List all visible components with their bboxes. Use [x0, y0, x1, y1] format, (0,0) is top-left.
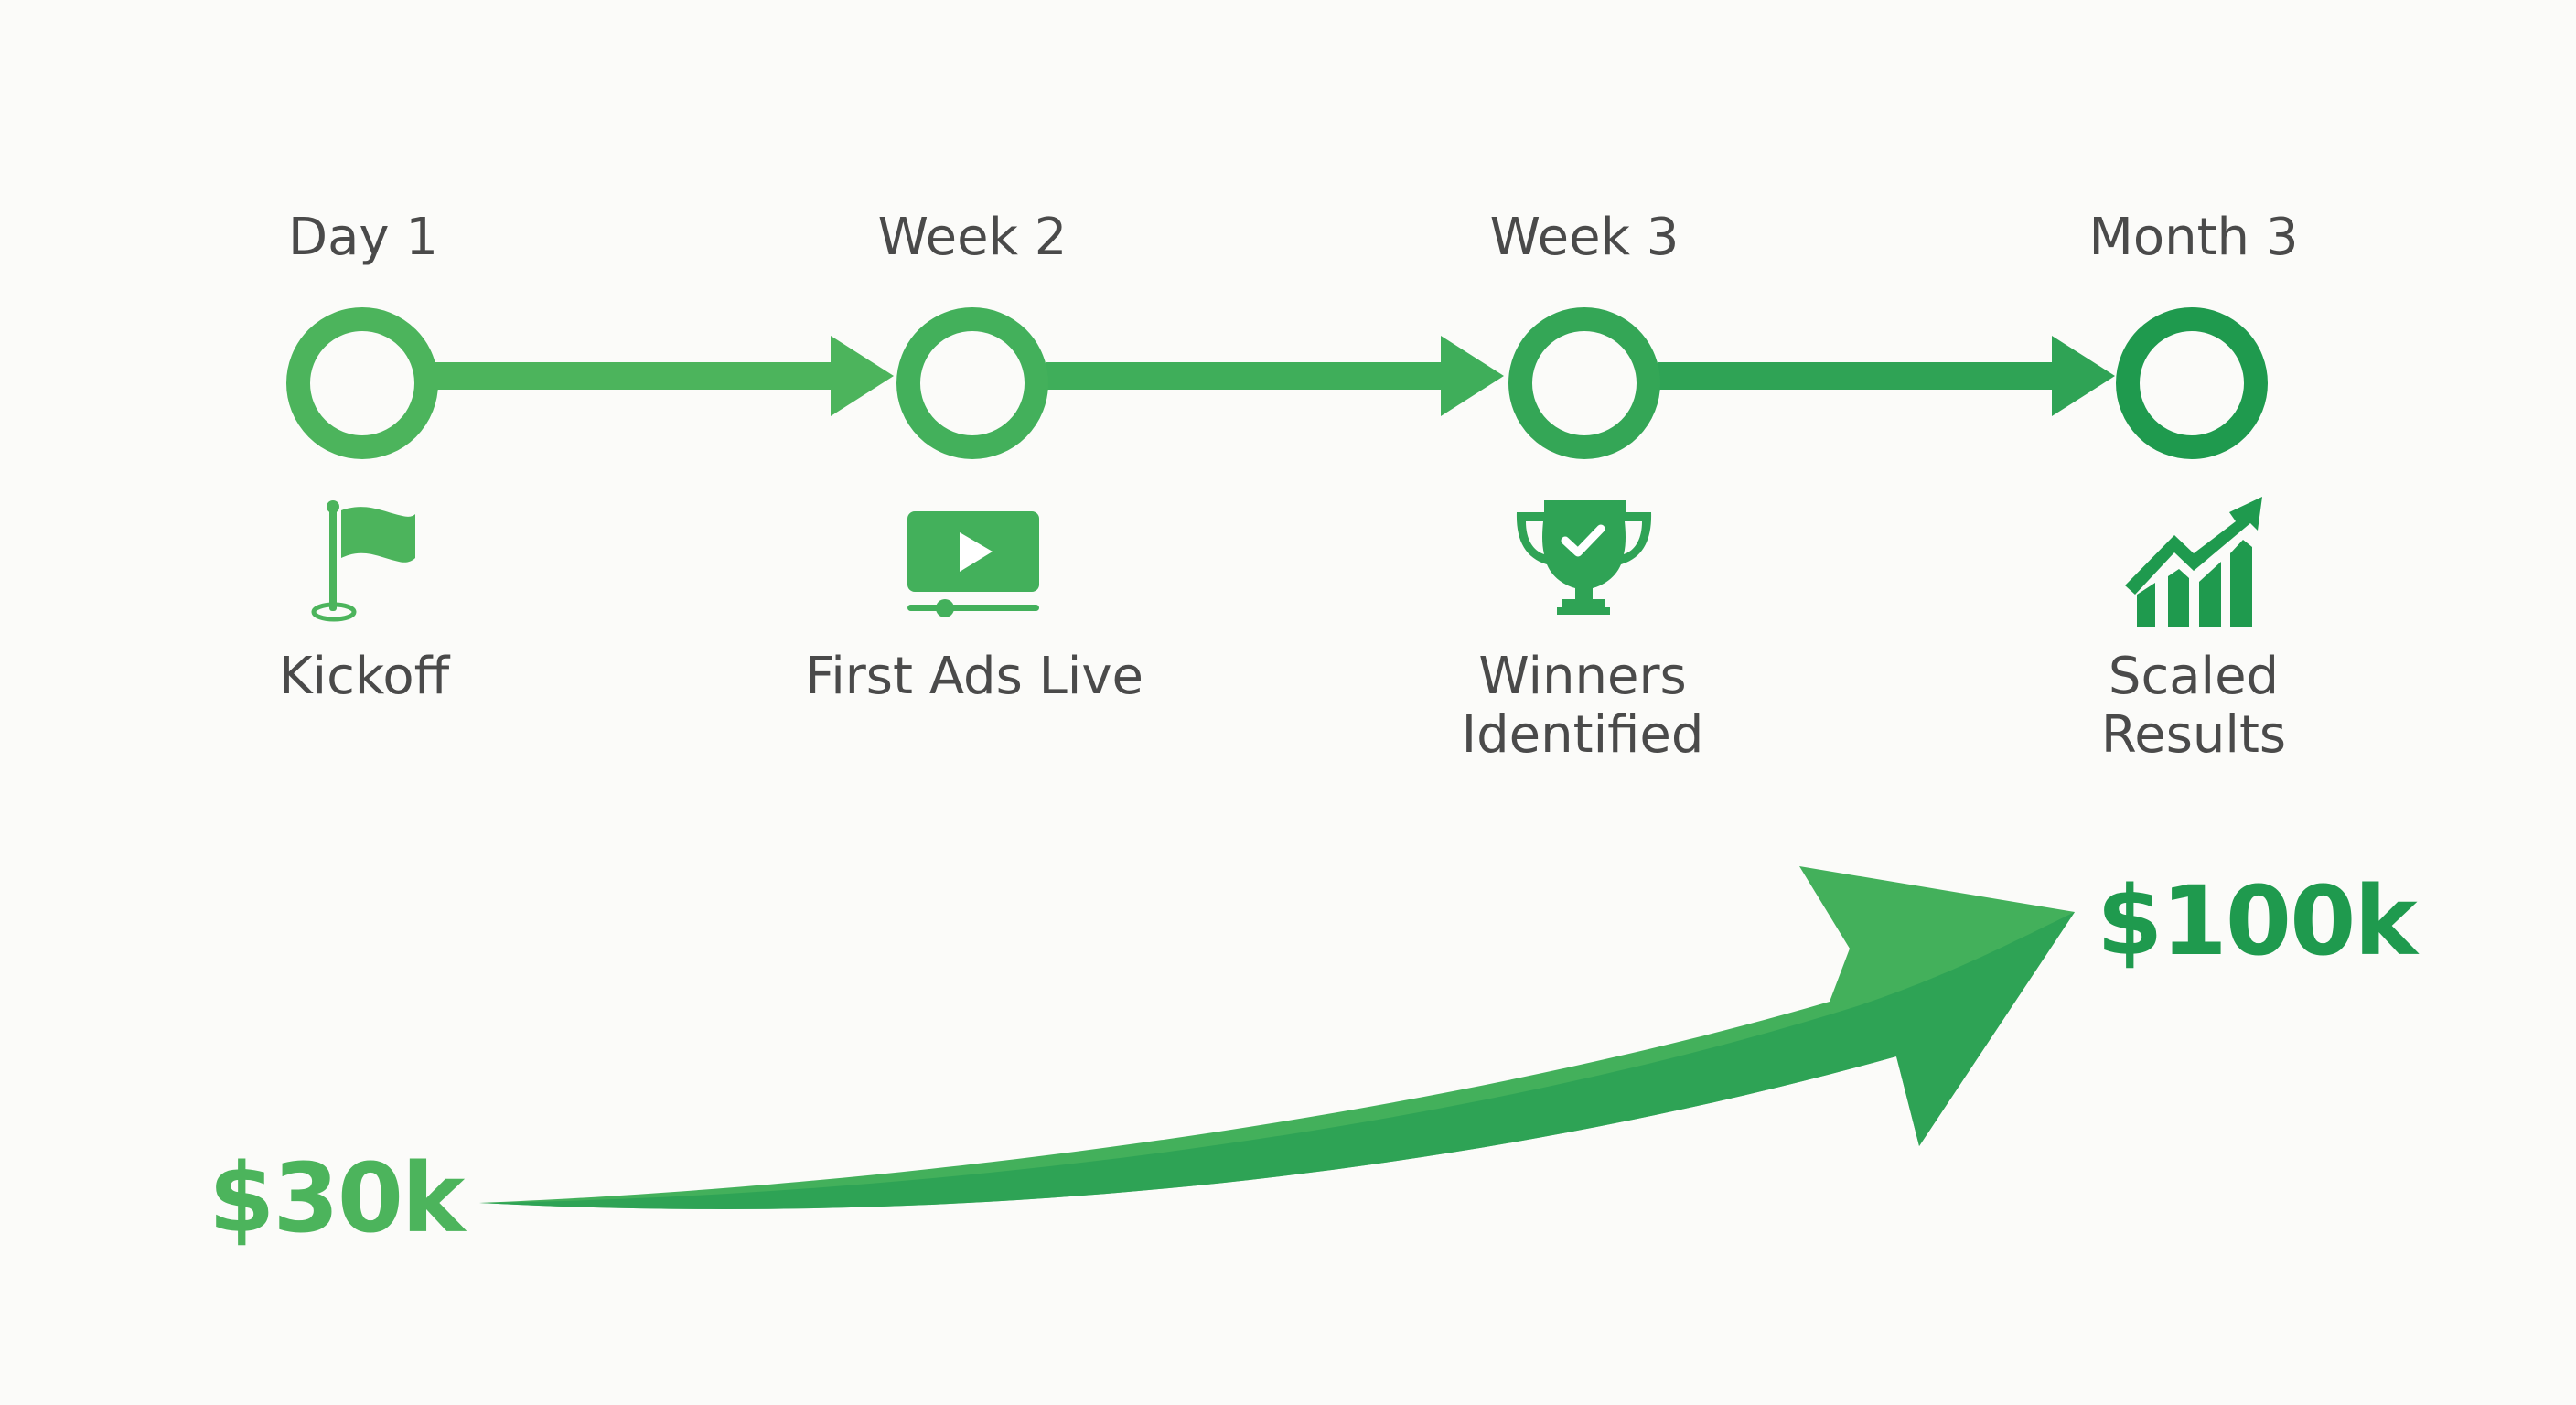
period-label-month3: Month 3 — [2088, 208, 2299, 267]
flag-icon — [311, 500, 415, 622]
caption-line: Kickoff — [278, 647, 450, 706]
caption-line: Results — [2100, 705, 2287, 765]
caption-kickoff: Kickoff — [279, 648, 449, 706]
caption-winners-identified: Winners Identified — [1462, 648, 1704, 765]
period-label-day1: Day 1 — [287, 208, 439, 267]
milestone-ring-week3 — [1508, 307, 1660, 459]
period-label-week3: Week 3 — [1489, 208, 1680, 267]
caption-first-ads-live: First Ads Live — [805, 648, 1143, 706]
connector-arrow-3 — [1658, 336, 2115, 416]
growth-chart-icon — [2125, 497, 2262, 627]
period-label-week2: Week 2 — [877, 208, 1068, 267]
video-play-icon — [907, 511, 1039, 617]
connector-arrow-2 — [1046, 336, 1504, 416]
end-value: $100k — [2097, 865, 2418, 977]
milestone-ring-month3 — [2116, 307, 2268, 459]
caption-scaled-results: Scaled Results — [2101, 648, 2286, 765]
growth-arrow — [479, 866, 2075, 1209]
caption-line: First Ads Live — [805, 647, 1143, 706]
milestone-ring-week2 — [896, 307, 1048, 459]
milestone-ring-day1 — [286, 307, 438, 459]
start-value: $30k — [209, 1142, 465, 1254]
trophy-check-icon — [1516, 500, 1652, 615]
caption-line: Scaled — [2108, 647, 2280, 706]
connector-arrow-1 — [435, 336, 894, 416]
caption-line: Winners — [1478, 647, 1687, 706]
caption-line: Identified — [1461, 705, 1704, 765]
